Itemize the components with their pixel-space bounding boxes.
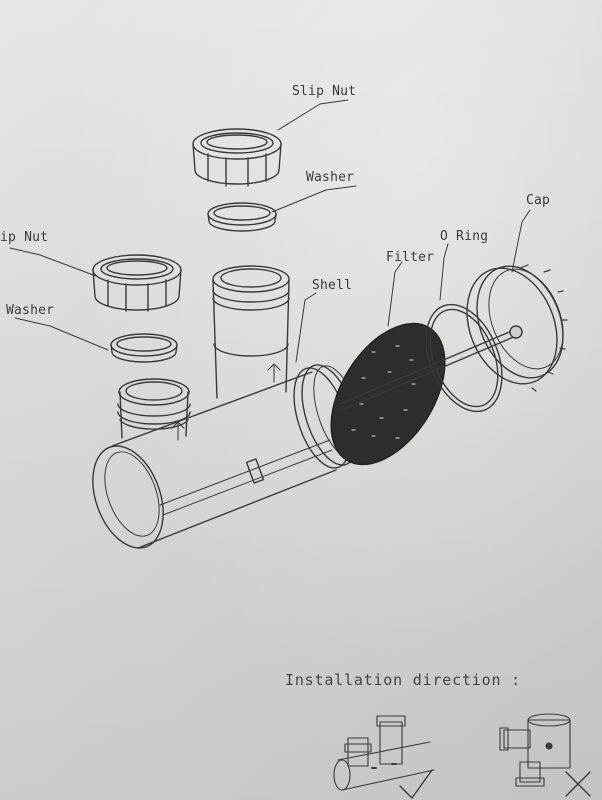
install-wrong-thumbnail (499, 713, 591, 797)
slip-nut-top-part (192, 128, 282, 187)
label-washer-top: Washer (306, 170, 355, 185)
washer-top-part (207, 202, 277, 232)
leader-o-ring (439, 243, 449, 301)
label-slip-nut-left: ip Nut (0, 230, 49, 245)
leader-filter (387, 261, 403, 327)
label-slip-nut-top: Slip Nut (292, 84, 357, 99)
leader-lines (9, 99, 531, 363)
label-cap: Cap (526, 193, 551, 208)
leader-washer-top (271, 185, 357, 213)
label-shell: Shell (312, 278, 353, 293)
leader-slip-nut-left (9, 247, 97, 277)
washer-left-part (110, 333, 178, 363)
cap-part (466, 264, 568, 392)
leader-shell (295, 292, 317, 363)
label-filter: Filter (386, 250, 435, 265)
label-washer-left: Washer (6, 303, 55, 318)
leader-washer-left (14, 317, 109, 351)
leader-cap (511, 209, 531, 273)
leader-slip-nut-top (277, 99, 349, 131)
slip-nut-left-part (92, 254, 182, 312)
label-o-ring: O Ring (440, 229, 489, 244)
installation-direction-heading: Installation direction : (285, 671, 521, 689)
filter-part (330, 322, 446, 466)
o-ring-part (425, 303, 503, 413)
install-correct-thumbnail (333, 715, 435, 799)
